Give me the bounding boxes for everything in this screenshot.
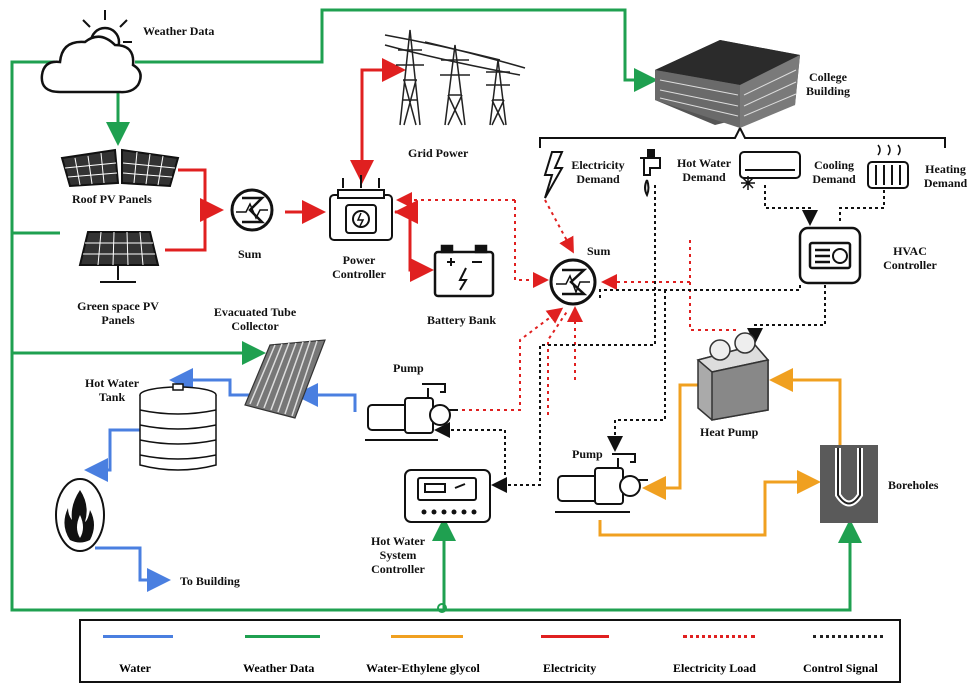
- hot-water-faucet-icon: [640, 149, 661, 198]
- heater-flame-icon: [55, 478, 105, 552]
- demand-bracket: [539, 125, 946, 148]
- legend-swatch-control-signal: [813, 635, 883, 638]
- sum-node-2-icon: [549, 258, 597, 306]
- college-building-label: College Building: [805, 70, 851, 98]
- heat-pump-label: Heat Pump: [700, 425, 759, 439]
- grid-power-label: Grid Power: [408, 146, 469, 160]
- legend-label-glycol: Water-Ethylene glycol: [366, 661, 480, 675]
- heat-pump-icon: [696, 332, 770, 421]
- legend-label-electricity-load: Electricity Load: [673, 661, 756, 675]
- sum-node-1-icon: [230, 188, 274, 232]
- legend-item-weather: Weather Data: [231, 621, 361, 681]
- hot-water-demand-label: Hot Water Demand: [676, 156, 732, 184]
- hot-water-tank-label: Hot Water Tank: [84, 376, 140, 404]
- weather-data-label: Weather Data: [143, 24, 215, 38]
- legend-label-weather: Weather Data: [243, 661, 315, 675]
- hvac-controller-icon: [798, 226, 862, 285]
- pump-2-label: Pump: [572, 447, 603, 461]
- battery-bank-label: Battery Bank: [427, 313, 496, 327]
- electricity-demand-icon: [543, 151, 564, 199]
- college-building-icon: [655, 40, 800, 128]
- electricity-lines: [165, 58, 434, 282]
- green-space-pv-label: Green space PV Panels: [77, 299, 159, 327]
- legend-label-water: Water: [119, 661, 151, 675]
- weather-data-lines: [10, 8, 862, 612]
- hvac-controller-label: HVAC Controller: [883, 244, 937, 272]
- legend-swatch-electricity: [541, 635, 609, 638]
- legend-item-glycol: Water-Ethylene glycol: [366, 621, 516, 681]
- sum-2-label: Sum: [587, 244, 611, 258]
- cooling-demand-label: Cooling Demand: [812, 158, 856, 186]
- roof-pv-panels-icon: [60, 148, 180, 188]
- glycol-lines: [598, 368, 842, 537]
- hot-water-tank-icon: [139, 383, 217, 471]
- grid-power-towers-icon: [384, 29, 526, 126]
- legend-swatch-electricity-load: [683, 635, 755, 638]
- weather-cloud-icon: [40, 10, 142, 94]
- legend-item-electricity: Electricity: [539, 621, 639, 681]
- battery-bank-icon: [433, 244, 495, 298]
- power-controller-icon: [329, 175, 393, 241]
- legend-label-control-signal: Control Signal: [803, 661, 878, 675]
- pump-2-icon: [555, 453, 648, 513]
- legend-swatch-glycol: [391, 635, 463, 638]
- legend-item-electricity-load: Electricity Load: [671, 621, 781, 681]
- green-space-pv-panel-icon: [78, 231, 160, 283]
- control-signal-lines: [434, 185, 885, 493]
- electricity-demand-label: Electricity Demand: [571, 158, 625, 186]
- legend-swatch-weather: [245, 635, 320, 638]
- to-building-label: To Building: [180, 574, 240, 588]
- cooling-ac-icon: [739, 151, 801, 190]
- boreholes-icon: [820, 445, 878, 523]
- legend-swatch-water: [103, 635, 173, 638]
- electricity-load-lines: [396, 192, 738, 415]
- legend-label-electricity: Electricity: [543, 661, 597, 675]
- hot-water-controller-label: Hot Water System Controller: [370, 534, 426, 576]
- boreholes-label: Boreholes: [888, 478, 939, 492]
- pump-1-icon: [365, 383, 458, 441]
- sum-1-label: Sum: [238, 247, 262, 261]
- power-controller-label: Power Controller: [332, 253, 386, 281]
- legend-item-control-signal: Control Signal: [801, 621, 901, 681]
- legend: Water Weather Data Water-Ethylene glycol…: [79, 619, 901, 683]
- evacuated-tube-label: Evacuated Tube Collector: [213, 305, 297, 333]
- roof-pv-label: Roof PV Panels: [72, 192, 152, 206]
- hot-water-controller-icon: [404, 469, 491, 523]
- pump-1-label: Pump: [393, 361, 424, 375]
- heating-radiator-icon: [867, 144, 909, 189]
- water-lines: [84, 368, 357, 592]
- evacuated-tube-collector-icon: [244, 339, 326, 419]
- legend-item-water: Water: [103, 621, 203, 681]
- heating-demand-label: Heating Demand: [923, 162, 968, 190]
